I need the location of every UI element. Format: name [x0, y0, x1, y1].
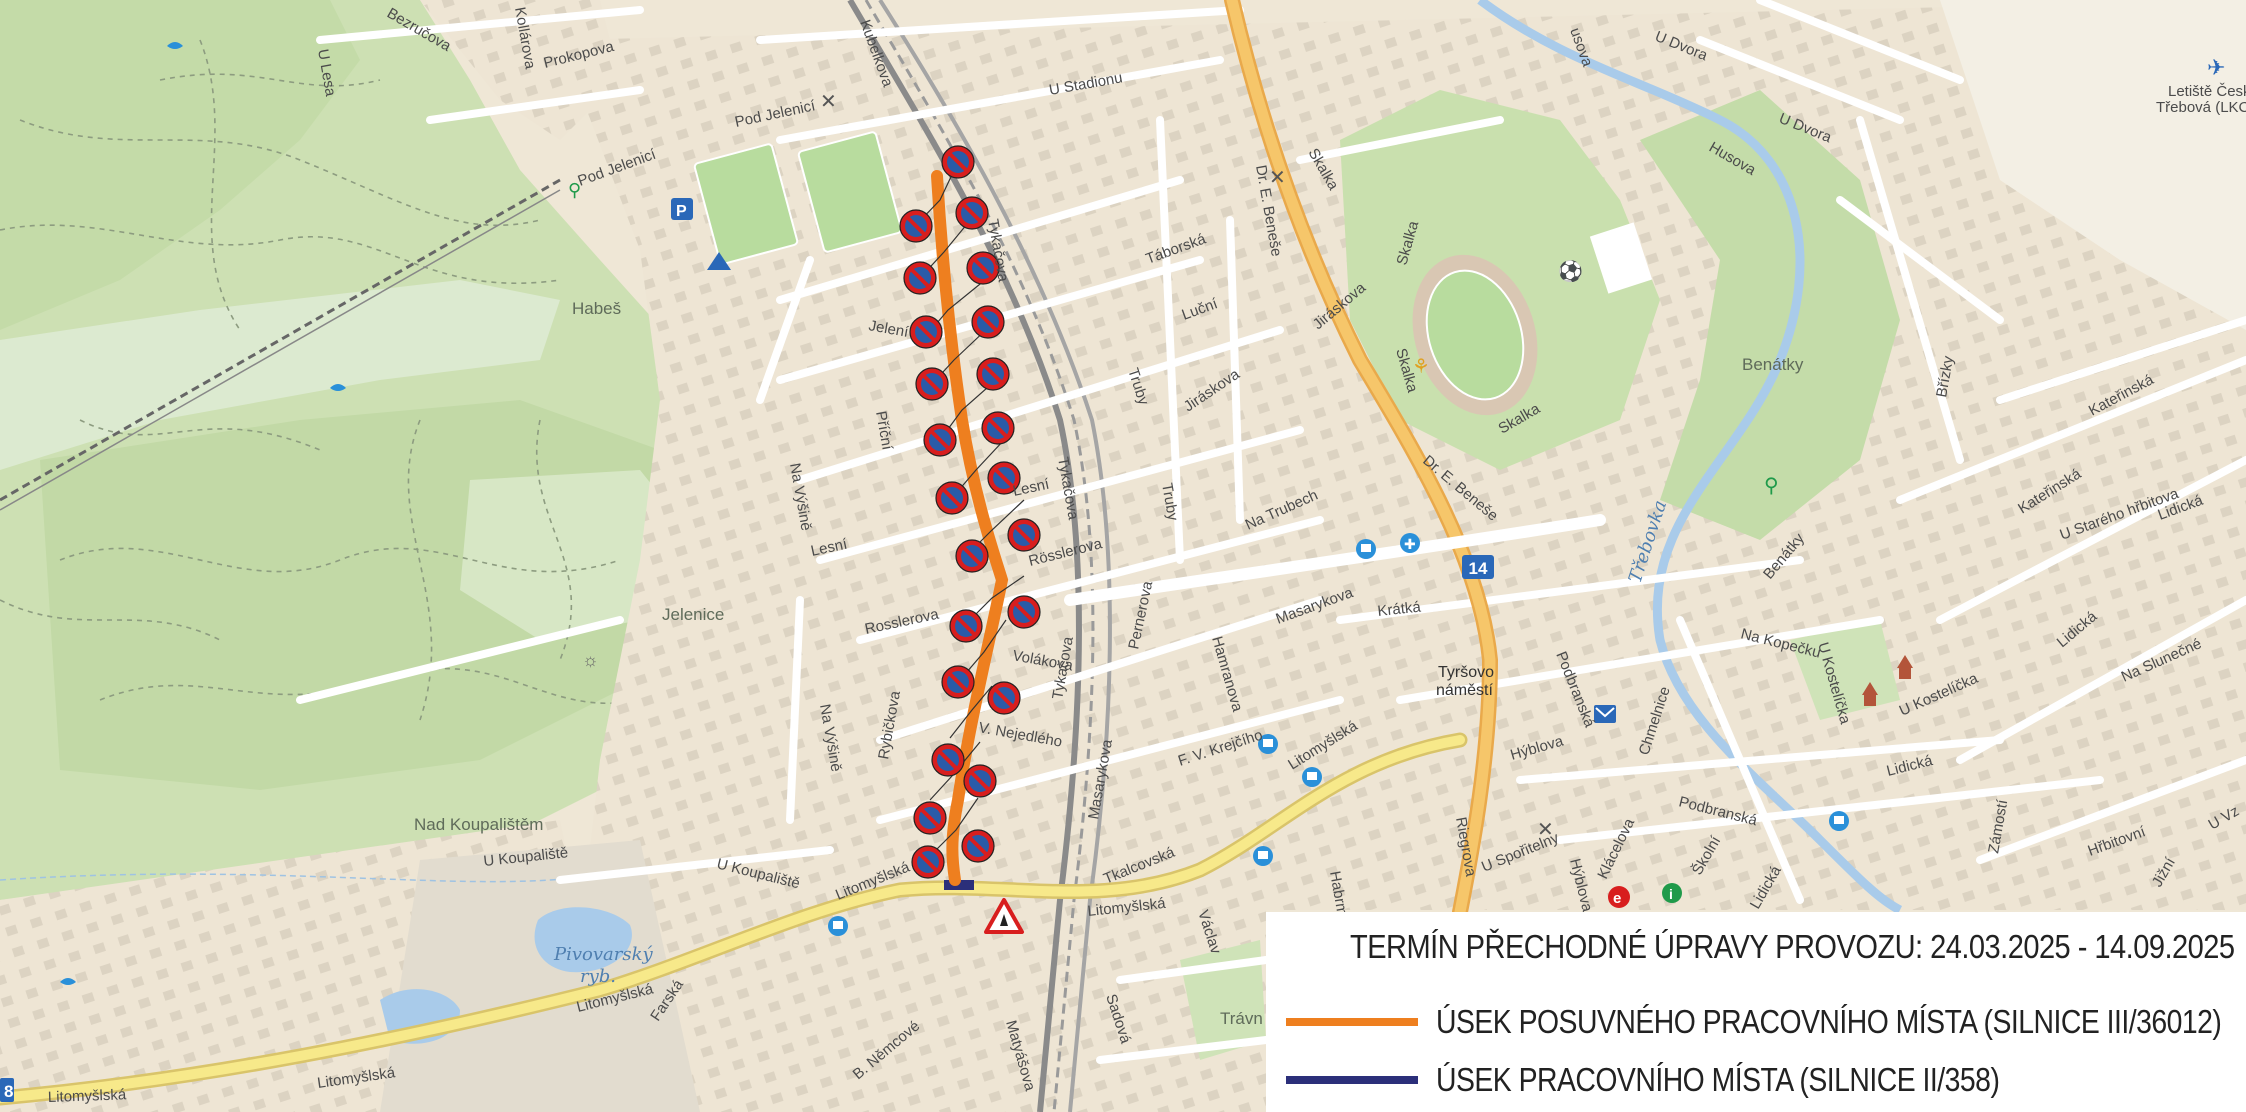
area-label: Jelenice: [662, 605, 724, 624]
sport-icon: ⚽: [1557, 259, 1583, 283]
legend-item-work-zone: ÚSEK PRACOVNÍHO MÍSTA (SILNICE II/358): [1286, 1060, 2091, 1100]
bus-stop-icon: [828, 916, 848, 936]
legend-label: ÚSEK POSUVNÉHO PRACOVNÍHO MÍSTA (SILNICE…: [1436, 1003, 2222, 1040]
legend-swatch: [1286, 1018, 1418, 1026]
svg-text:⚘: ⚘: [1412, 356, 1430, 378]
river-trebovka: [1477, 0, 1903, 915]
fuel-station-icon: e: [1608, 886, 1630, 908]
svg-text:⚽: ⚽: [1557, 259, 1583, 283]
svg-text:Krátká: Krátká: [1377, 598, 1423, 620]
svg-text:⚲: ⚲: [1764, 475, 1779, 497]
airport-icon: ✈: [2207, 55, 2225, 80]
cycling-icon: ⚲: [1764, 475, 1779, 497]
svg-text:☼: ☼: [582, 650, 599, 670]
svg-text:Truby: Truby: [1158, 482, 1181, 523]
work-zone-iii-36012: [931, 170, 1009, 886]
forest-north: [0, 0, 360, 330]
svg-text:✕: ✕: [1269, 167, 1286, 189]
bus-stop-icon: [1356, 539, 1376, 559]
bus-stop-icon: [1302, 767, 1322, 787]
no-parking-signs: [898, 144, 1042, 880]
parking-icon: P: [671, 198, 693, 220]
area-label: Trávn: [1220, 1009, 1263, 1028]
park-benatky: [1640, 90, 1900, 540]
area-label: Tyršovo: [1438, 664, 1494, 681]
svg-text:✈: ✈: [2207, 55, 2225, 80]
pond-pivovarsky: [534, 907, 632, 973]
camping-icon: [707, 252, 731, 270]
info-icon: i: [1662, 883, 1682, 903]
crossroads-icon: ✕: [1537, 819, 1554, 841]
poi-icons: P ✚ i e ✈ ⚘ ⚽ ⚲ ⚲ ☼ ✕ ✕ ✕: [60, 42, 2225, 985]
meadow-band: [0, 280, 560, 470]
main-roads: [0, 0, 1606, 1106]
street-network: [296, 0, 2246, 1064]
route-shield-14: 14: [1462, 555, 1494, 579]
area-label: náměstí: [1436, 682, 1493, 699]
airfield: [1940, 0, 2246, 330]
crossroads-icon: ✕: [1269, 167, 1286, 189]
area-label: Habeš: [572, 299, 621, 318]
svg-text:8: 8: [4, 1082, 13, 1101]
bus-stop-icon: [1253, 846, 1273, 866]
svg-text:P: P: [676, 203, 687, 220]
area-labels: Habeš Jelenice Nad Koupalištěm Benátky T…: [414, 83, 2246, 1028]
svg-text:e: e: [1613, 890, 1621, 907]
svg-text:✕: ✕: [1537, 819, 1554, 841]
svg-text:Jelení: Jelení: [867, 317, 910, 341]
route-shield-8: 8: [0, 1078, 14, 1102]
bus-stop-icon: [1258, 734, 1278, 754]
work-zone-ii-358: [944, 880, 974, 890]
meadow-patch: [460, 470, 680, 640]
area-label: Nad Koupalištěm: [414, 815, 543, 834]
legend-swatch: [1286, 1076, 1418, 1084]
svg-text:✚: ✚: [1404, 536, 1416, 552]
zoo-icon: ⚘: [1412, 356, 1430, 378]
tower-icon: ☼: [582, 650, 599, 670]
svg-text:i: i: [1669, 886, 1673, 902]
legend-label: ÚSEK PRACOVNÍHO MÍSTA (SILNICE II/358): [1436, 1061, 2000, 1098]
crossroads-icon: ✕: [820, 91, 837, 113]
church-icon: [1897, 655, 1913, 679]
svg-text:14: 14: [1469, 559, 1488, 578]
svg-text:Litomyšlská: Litomyšlská: [48, 1086, 128, 1106]
roadworks-warning-sign-icon: [984, 898, 1024, 934]
cycling-icon: ⚲: [568, 180, 581, 200]
church-icon: [1862, 682, 1878, 706]
football-pitches: [693, 131, 1653, 416]
water-label: Pivovarský: [553, 944, 654, 965]
lake-icon: [60, 42, 346, 985]
water-label: ryb.: [580, 966, 616, 987]
svg-text:⚲: ⚲: [568, 180, 581, 200]
legend-item-mobile-work-zone: ÚSEK POSUVNÉHO PRACOVNÍHO MÍSTA (SILNICE…: [1286, 1002, 2246, 1042]
medical-icon: ✚: [1400, 533, 1420, 553]
svg-text:✕: ✕: [820, 91, 837, 113]
industrial-area: [380, 840, 700, 1112]
legend-title: TERMÍN PŘECHODNÉ ÚPRAVY PROVOZU: 24.03.2…: [1350, 928, 2235, 965]
post-office-icon: [1594, 705, 1616, 723]
legend-panel: TERMÍN PŘECHODNÉ ÚPRAVY PROVOZU: 24.03.2…: [1266, 912, 2246, 1112]
area-label: Benátky: [1742, 355, 1804, 374]
svg-text:Příční: Příční: [872, 410, 896, 452]
area-label: Letiště Česk: [2168, 83, 2246, 100]
bus-stop-icon: [1829, 811, 1849, 831]
